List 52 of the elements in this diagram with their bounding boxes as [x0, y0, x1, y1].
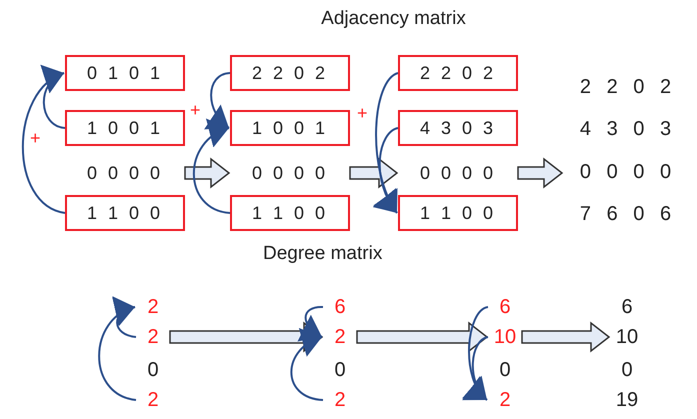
curved-arrow [373, 127, 398, 214]
curved-arrow [112, 298, 136, 338]
matrix-row-box: 2 2 0 2 [398, 55, 518, 91]
block-arrow [349, 157, 398, 189]
matrix-value: 2 [136, 323, 170, 351]
plus-sign: + [190, 100, 201, 121]
curved-arrow [290, 330, 324, 401]
matrix-row-box: 1 0 0 1 [65, 110, 185, 146]
matrix-value: 6 [323, 293, 357, 321]
matrix-value: 6 [610, 293, 644, 321]
block-arrow [521, 321, 610, 353]
matrix-value: 19 [610, 386, 644, 414]
matrix-row-box: 1 1 0 0 [398, 195, 518, 231]
matrix-row-box: 1 0 0 1 [230, 110, 350, 146]
matrix-row-box: 4 3 0 3 [398, 110, 518, 146]
matrix-value: 0 [323, 356, 357, 384]
curved-arrow [462, 306, 488, 401]
matrix-value: 4 3 0 3 [563, 112, 693, 146]
matrix-value: 2 [488, 386, 522, 414]
matrix-value: 10 [610, 323, 644, 351]
plus-sign: + [30, 128, 41, 149]
matrix-value: 2 2 0 2 [563, 70, 693, 104]
matrix-row-box: 2 2 0 2 [230, 55, 350, 91]
block-arrow [184, 157, 230, 189]
curved-arrow [204, 72, 230, 129]
matrix-value: 0 [488, 356, 522, 384]
block-arrow [517, 157, 564, 189]
matrix-value: 2 [136, 293, 170, 321]
section-heading: Degree matrix [263, 243, 382, 265]
matrix-value: 0 0 0 0 [230, 157, 350, 189]
block-arrow [356, 321, 488, 353]
matrix-value: 2 [136, 386, 170, 414]
matrix-value: 0 [136, 356, 170, 384]
curved-arrow [462, 336, 488, 401]
title: Adjacency matrix [320, 8, 467, 30]
matrix-row-box: 1 1 0 0 [230, 195, 350, 231]
matrix-value: 0 0 0 0 [563, 155, 693, 189]
block-arrow [169, 321, 324, 353]
matrix-row-box: 0 1 0 1 [65, 55, 185, 91]
plus-sign: + [357, 103, 368, 124]
matrix-value: 2 [323, 323, 357, 351]
curved-arrow [297, 306, 324, 340]
matrix-value: 7 6 0 6 [563, 197, 693, 231]
curved-arrow [192, 121, 230, 214]
matrix-value: 2 [323, 386, 357, 414]
matrix-value: 10 [488, 323, 522, 351]
matrix-value: 0 0 0 0 [65, 157, 185, 189]
curved-arrow [98, 300, 136, 401]
matrix-value: 6 [488, 293, 522, 321]
matrix-value: 0 [610, 356, 644, 384]
matrix-value: 0 0 0 0 [398, 157, 518, 189]
matrix-row-box: 1 1 0 0 [65, 195, 185, 231]
